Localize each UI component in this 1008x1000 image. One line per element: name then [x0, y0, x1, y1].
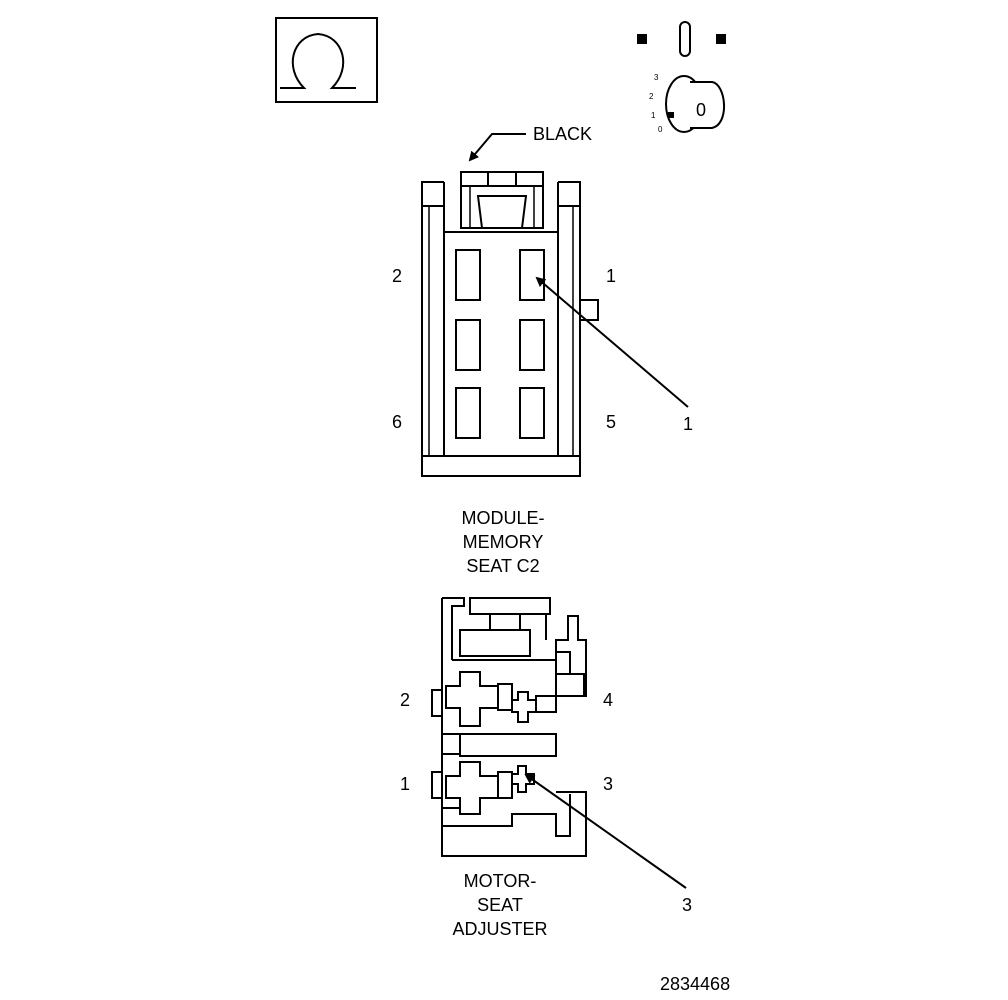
motor-callout-number: 3	[682, 895, 692, 915]
module-name-line-1: MODULE-	[461, 508, 544, 528]
key-label: 0	[696, 100, 706, 120]
module-callout-number: 1	[683, 414, 693, 434]
connector-color-label: BLACK	[533, 124, 592, 144]
color-leader-line	[468, 133, 526, 162]
motor-seat-adjuster-connector	[431, 597, 587, 857]
motor-pin-3-label: 3	[603, 774, 613, 794]
module-pin-6-label: 6	[392, 412, 402, 432]
key-position-3: 3	[654, 73, 659, 82]
module-name-line-3: SEAT C2	[466, 556, 539, 576]
module-callout-leader	[535, 276, 689, 408]
motor-pin-1-label: 1	[400, 774, 410, 794]
motor-name-line-3: ADJUSTER	[452, 919, 547, 939]
module-pin-2-label: 2	[392, 266, 402, 286]
figure-number: 2834468	[660, 974, 730, 994]
omega-symbol-icon	[275, 17, 378, 103]
key-position-1: 1	[651, 111, 656, 120]
module-pin-1-label: 1	[606, 266, 616, 286]
motor-name-line-1: MOTOR-	[464, 871, 537, 891]
ignition-indicator-icon: 3 2 1 0 0	[637, 21, 726, 134]
motor-pin-2-label: 2	[400, 690, 410, 710]
module-name-line-2: MEMORY	[463, 532, 544, 552]
motor-callout-leader	[524, 773, 687, 889]
motor-name-line-2: SEAT	[477, 895, 523, 915]
module-memory-seat-connector	[421, 171, 599, 477]
module-pin-5-label: 5	[606, 412, 616, 432]
key-position-0: 0	[658, 125, 663, 134]
motor-pin-4-label: 4	[603, 690, 613, 710]
key-position-2: 2	[649, 92, 654, 101]
